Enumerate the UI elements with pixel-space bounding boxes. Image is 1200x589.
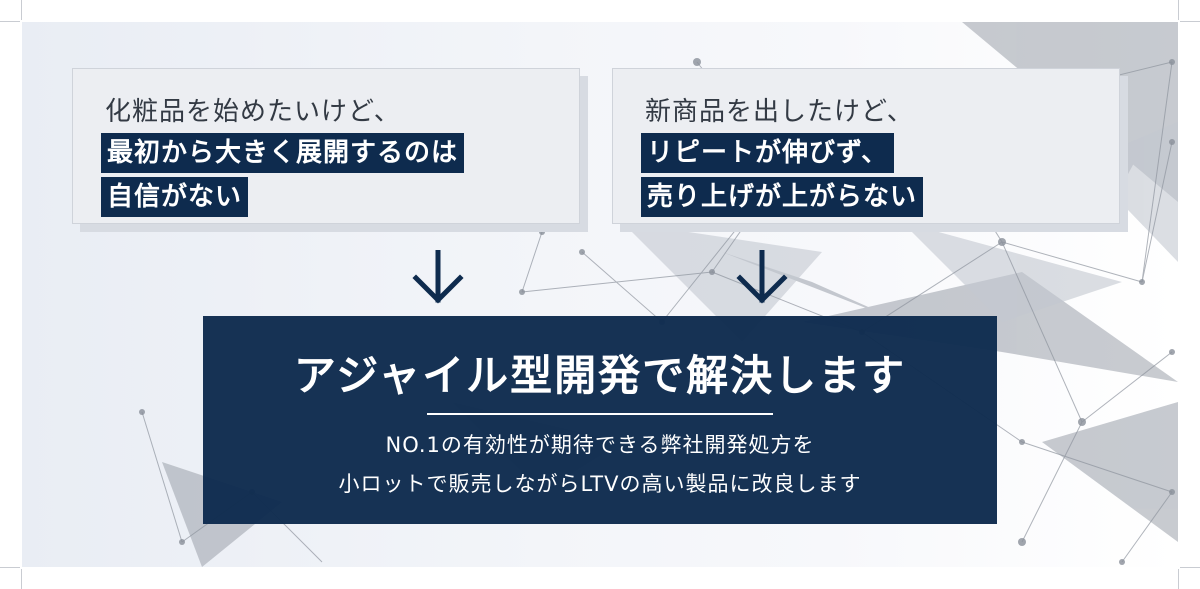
problem-highlight-line-1: 最初から大きく展開するのは	[101, 133, 465, 173]
crop-mark	[0, 21, 20, 22]
solution-divider	[427, 413, 773, 415]
problem-highlight-line-2: 売り上げが上がらない	[641, 177, 924, 217]
crop-mark	[1180, 21, 1200, 22]
crop-mark	[1180, 567, 1200, 568]
problem-highlight-line-2: 自信がない	[101, 177, 249, 217]
arrow-down-icon	[412, 250, 464, 304]
problem-panel-right: 新商品を出したけど、 リピートが伸びず、 売り上げが上がらない	[612, 68, 1120, 224]
problem-lead-text: 化粧品を始めたいけど、	[105, 97, 401, 127]
solution-subtitle-line-1: NO.1の有効性が期待できる弊社開発処方を	[385, 433, 815, 457]
problem-lead-text: 新商品を出したけど、	[645, 97, 914, 127]
solution-subtitle-line-2: 小ロットで販売しながらLTVの高い製品に改良します	[338, 472, 862, 496]
problem-highlight-line-1: リピートが伸びず、	[641, 133, 895, 173]
crop-mark	[0, 567, 20, 568]
crop-mark	[21, 569, 22, 589]
crop-mark	[1178, 569, 1179, 589]
solution-box: アジャイル型開発で解決します NO.1の有効性が期待できる弊社開発処方を 小ロッ…	[203, 316, 997, 524]
solution-title: アジャイル型開発で解決します	[293, 351, 907, 400]
crop-mark	[21, 0, 22, 20]
crop-mark	[1178, 0, 1179, 20]
problem-panel-left: 化粧品を始めたいけど、 最初から大きく展開するのは 自信がない	[72, 68, 580, 224]
arrow-down-icon	[736, 250, 788, 304]
